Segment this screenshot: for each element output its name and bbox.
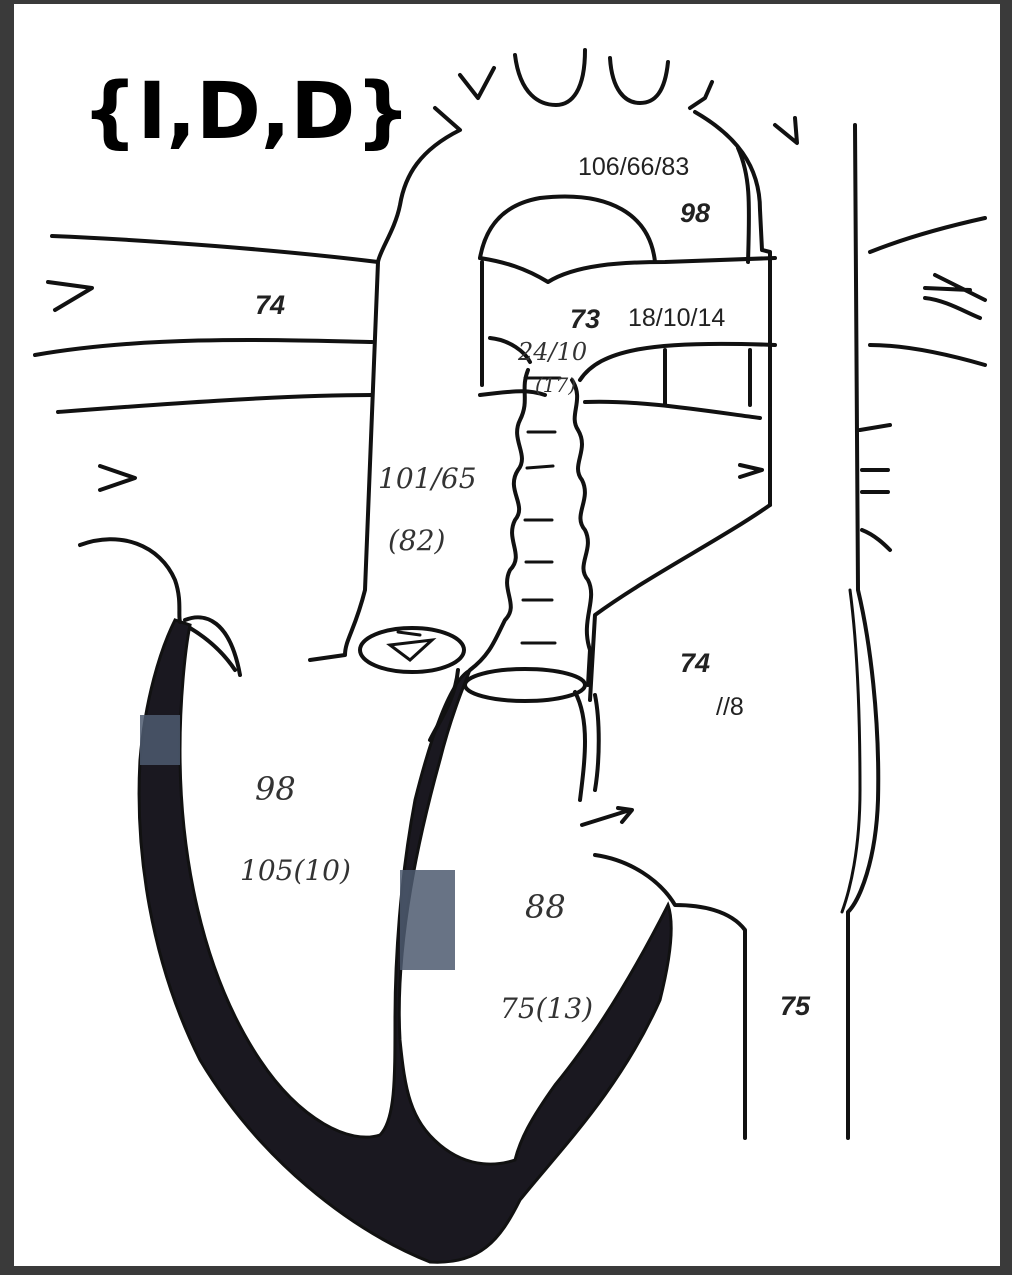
rv-pressure: 75(13)	[500, 992, 593, 1025]
descending-aorta-outer	[848, 125, 878, 1138]
ivc-saturation: 75	[780, 991, 811, 1021]
flow-arrow	[582, 808, 632, 825]
aorta-pressure: 106/66/83	[578, 153, 689, 181]
asc-aorta-mean: (82)	[388, 524, 445, 557]
svc-saturation: 74	[255, 290, 285, 320]
asc-aorta-pressure: 101/65	[378, 462, 477, 495]
aortic-arch-inner	[480, 197, 655, 262]
lv-saturation: 98	[255, 770, 296, 808]
left-vessel-arrow	[48, 282, 92, 310]
heart-diagram: {I,D,D} 1	[14, 4, 1000, 1266]
carotid-stub	[610, 58, 668, 103]
aorta-saturation: 98	[680, 198, 710, 228]
rv-saturation: 88	[525, 888, 566, 926]
descending-aorta-inner	[842, 590, 860, 912]
ductus-marker	[740, 465, 762, 477]
branch-mean: (17)	[535, 373, 576, 397]
svc-lower-wall	[35, 340, 372, 355]
lv-tape	[140, 715, 180, 765]
septal-tape	[400, 870, 455, 970]
aortic-valve-leaflets	[390, 632, 432, 660]
ra-saturation: 74	[680, 648, 710, 678]
ductus-stub	[775, 118, 797, 143]
pulmonary-vein-wall	[58, 395, 372, 412]
right-pulmonary-veins	[925, 275, 985, 318]
right-vessel-upper	[870, 218, 985, 252]
lv-pressure: 105(10)	[240, 854, 351, 887]
conduit-right-wall	[572, 380, 591, 685]
right-vessel-lower	[870, 345, 985, 365]
ra-pressure: //8	[716, 693, 744, 721]
pa-saturation: 73	[570, 304, 600, 334]
diagram-sheet: {I,D,D} 1	[14, 4, 1000, 1266]
tricuspid-leaflet	[575, 692, 599, 800]
pa-upper-wall	[480, 258, 775, 282]
conduit-left-wall	[470, 370, 528, 670]
intercostal-stubs	[860, 425, 890, 550]
aorta-outer-wall	[310, 108, 460, 660]
la-appendage	[80, 539, 180, 622]
svc-upper-wall	[52, 236, 378, 262]
innominate-stub	[515, 50, 585, 105]
mitral-leaflet	[185, 617, 240, 675]
left-carotid-stub	[460, 68, 494, 98]
pa-branch-walls	[665, 350, 750, 405]
pulmonary-valve-ring	[465, 669, 585, 701]
segment-notation: {I,D,D}	[82, 67, 411, 157]
branch-pressure: 24/10	[517, 338, 587, 366]
left-u-marker	[100, 466, 135, 490]
arch-descending-wall	[738, 148, 749, 262]
pa-pressure: 18/10/14	[628, 304, 725, 332]
conduit-ribs	[522, 432, 555, 643]
subclavian-stub	[690, 82, 712, 108]
